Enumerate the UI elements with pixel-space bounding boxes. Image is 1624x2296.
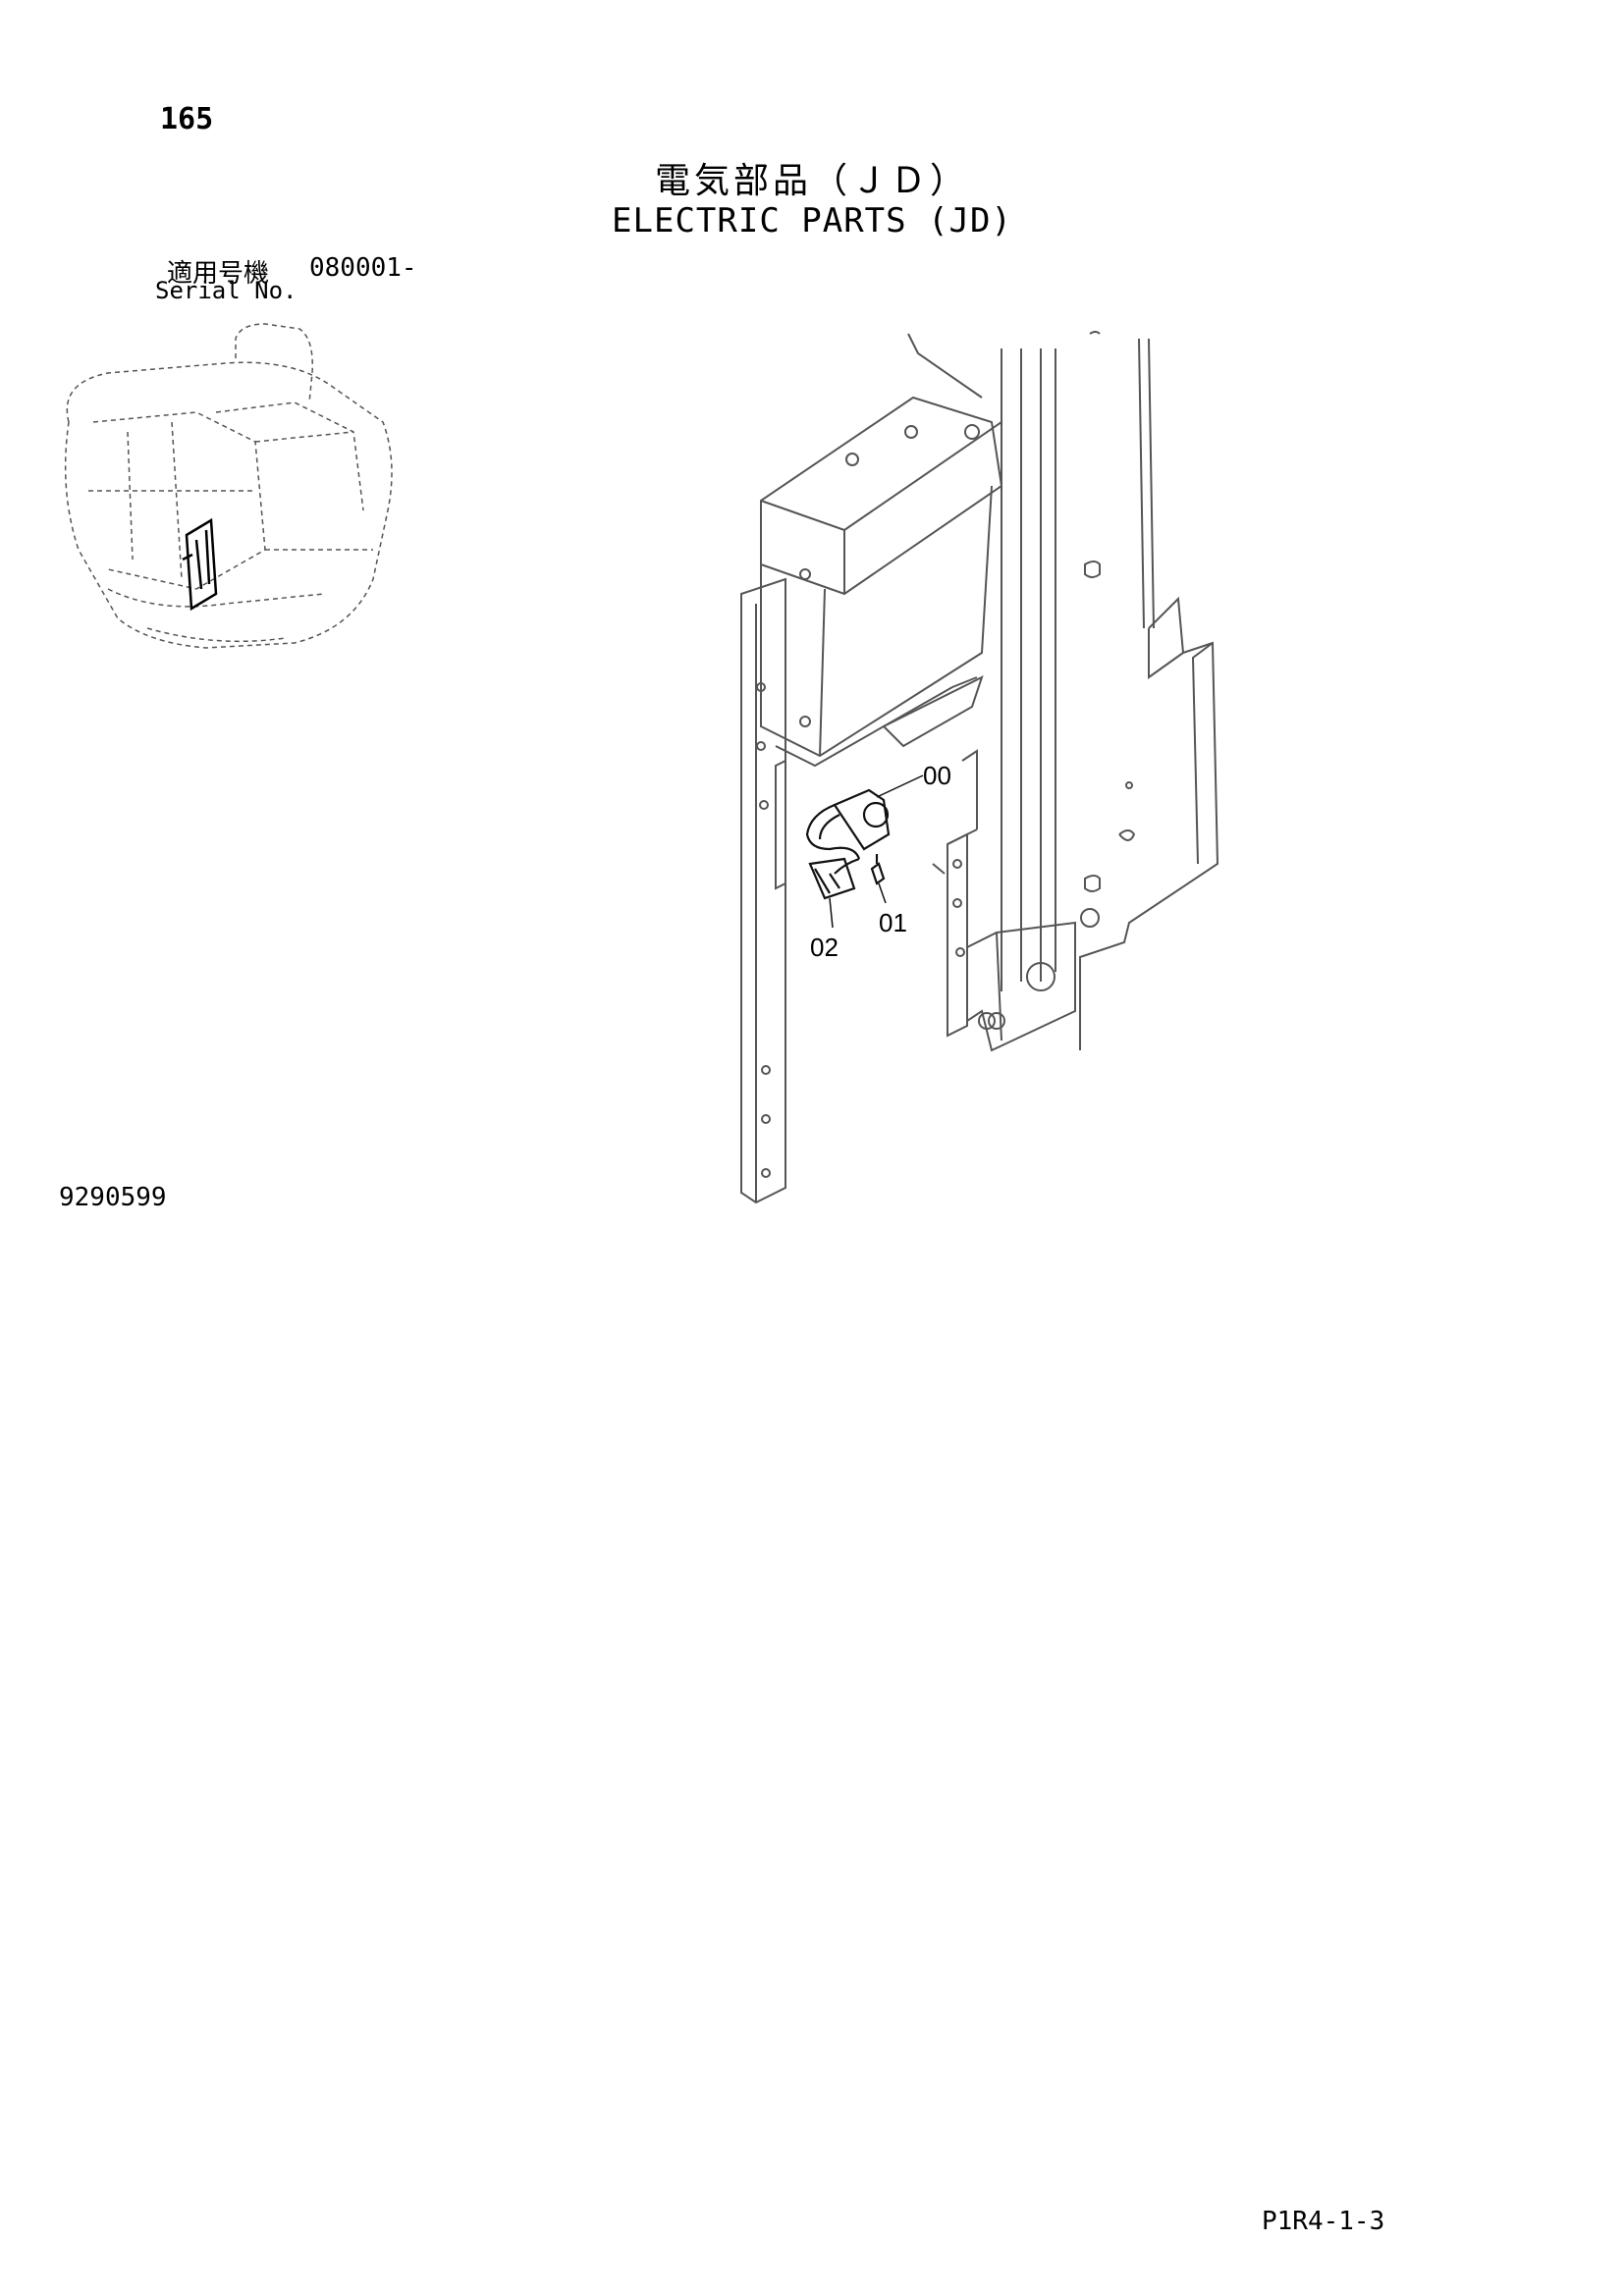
sheet-code: P1R4-1-3 (1262, 2207, 1385, 2236)
title-japanese: 電気部品（ＪＤ） (654, 161, 969, 201)
overview-highlight-part (182, 517, 218, 612)
serial-label-english: Serial No. (155, 277, 298, 304)
page-number: 165 (160, 102, 214, 136)
callout-00: 00 (923, 761, 951, 790)
serial-label-japanese: 適用号機 (167, 259, 270, 289)
figure-number: 9290599 (59, 1183, 167, 1212)
callout-02: 02 (810, 933, 839, 962)
title-english: ELECTRIC PARTS (JD) (612, 201, 1012, 240)
sensor-assembly (805, 788, 891, 900)
main-assembly-drawing (740, 331, 1219, 1204)
callout-01: 01 (879, 908, 907, 937)
serial-range: 080001- (309, 253, 417, 283)
leader-lines (829, 774, 924, 929)
overview-thumbnail (64, 323, 393, 649)
